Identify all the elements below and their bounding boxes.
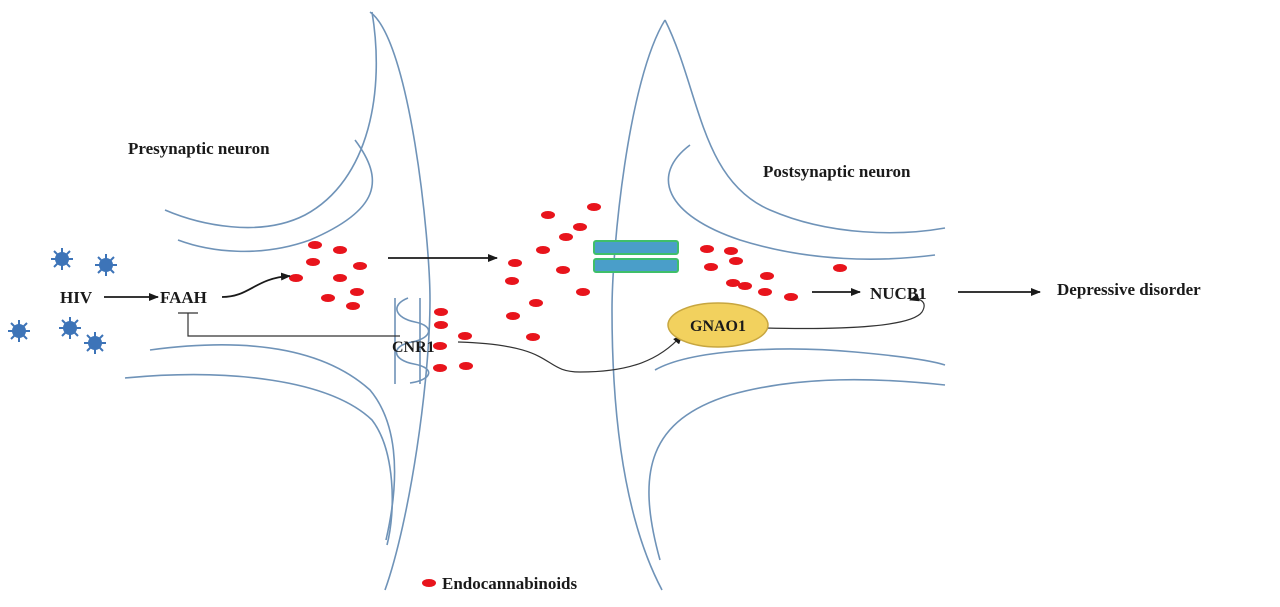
endocannabinoid-dot: [704, 263, 718, 271]
virus-icon: [8, 320, 30, 342]
depressive-disorder-label: Depressive disorder: [1057, 280, 1201, 299]
hiv-label: HIV: [60, 288, 93, 307]
endocannabinoid-dot: [760, 272, 774, 280]
virus-icon: [95, 254, 117, 276]
faah-inhibition-line: [187, 313, 400, 337]
endocannabinoid-dot: [587, 203, 601, 211]
virus-particles: [8, 248, 117, 354]
endocannabinoid-dot: [758, 288, 772, 296]
endocannabinoid-dot: [458, 332, 472, 340]
endocannabinoid-dot: [726, 279, 740, 287]
endocannabinoid-dot: [738, 282, 752, 290]
legend-label: Endocannabinoids: [442, 574, 578, 593]
endocannabinoid-dot: [350, 288, 364, 296]
endocannabinoid-dot: [541, 211, 555, 219]
endocannabinoid-dot: [306, 258, 320, 266]
endocannabinoid-dot: [422, 579, 436, 587]
endocannabinoid-dot: [333, 246, 347, 254]
faah-label: FAAH: [160, 288, 207, 307]
endocannabinoid-dot: [505, 277, 519, 285]
endocannabinoid-dot: [559, 233, 573, 241]
presynaptic-label: Presynaptic neuron: [128, 139, 270, 158]
endocannabinoid-dot: [536, 246, 550, 254]
endocannabinoid-dot: [784, 293, 798, 301]
postsynaptic-label: Postsynaptic neuron: [763, 162, 911, 181]
endocannabinoid-dot: [529, 299, 543, 307]
endocannabinoid-dot: [526, 333, 540, 341]
gnao1-to-nucb1-arrow: [764, 293, 925, 330]
endocannabinoid-dot: [724, 247, 738, 255]
postsynaptic-neuron: [611, 19, 946, 591]
endocannabinoid-dot: [333, 274, 347, 282]
virus-icon: [51, 248, 73, 270]
gnao1-label: GNAO1: [690, 318, 746, 335]
endocannabinoid-dot: [321, 294, 335, 302]
endocannabinoid-dot: [346, 302, 360, 310]
virus-icon: [59, 317, 81, 339]
endocannabinoid-dots: [289, 203, 847, 372]
endocannabinoid-dot: [556, 266, 570, 274]
nucb1-label: NUCB1: [870, 284, 927, 303]
endocannabinoid-dot: [576, 288, 590, 296]
legend: Endocannabinoids: [422, 574, 578, 593]
cnr1-to-gnao1-arrow: [457, 334, 683, 373]
virus-icon: [84, 332, 106, 354]
pathway-arrows: [104, 254, 1041, 373]
presynaptic-neuron: [124, 11, 431, 591]
coiled-receptor: [394, 297, 430, 384]
endocannabinoid-dot: [353, 262, 367, 270]
endocannabinoid-dot: [434, 308, 448, 316]
endocannabinoid-dot: [434, 321, 448, 329]
faah-to-endocannabinoid-arrow: [221, 272, 291, 298]
endocannabinoid-dot: [508, 259, 522, 267]
endocannabinoid-dot: [433, 364, 447, 372]
endocannabinoid-dot: [700, 245, 714, 253]
endocannabinoid-dot: [573, 223, 587, 231]
endocannabinoid-dot: [506, 312, 520, 320]
endocannabinoid-dot: [833, 264, 847, 272]
endocannabinoid-dot: [433, 342, 447, 350]
receptor-channel: [593, 240, 679, 273]
endocannabinoid-dot: [729, 257, 743, 265]
gnao1-node: [667, 302, 769, 348]
endocannabinoid-dot: [459, 362, 473, 370]
cnr1-label: CNR1: [392, 339, 435, 356]
endocannabinoid-dot: [308, 241, 322, 249]
endocannabinoid-dot: [289, 274, 303, 282]
